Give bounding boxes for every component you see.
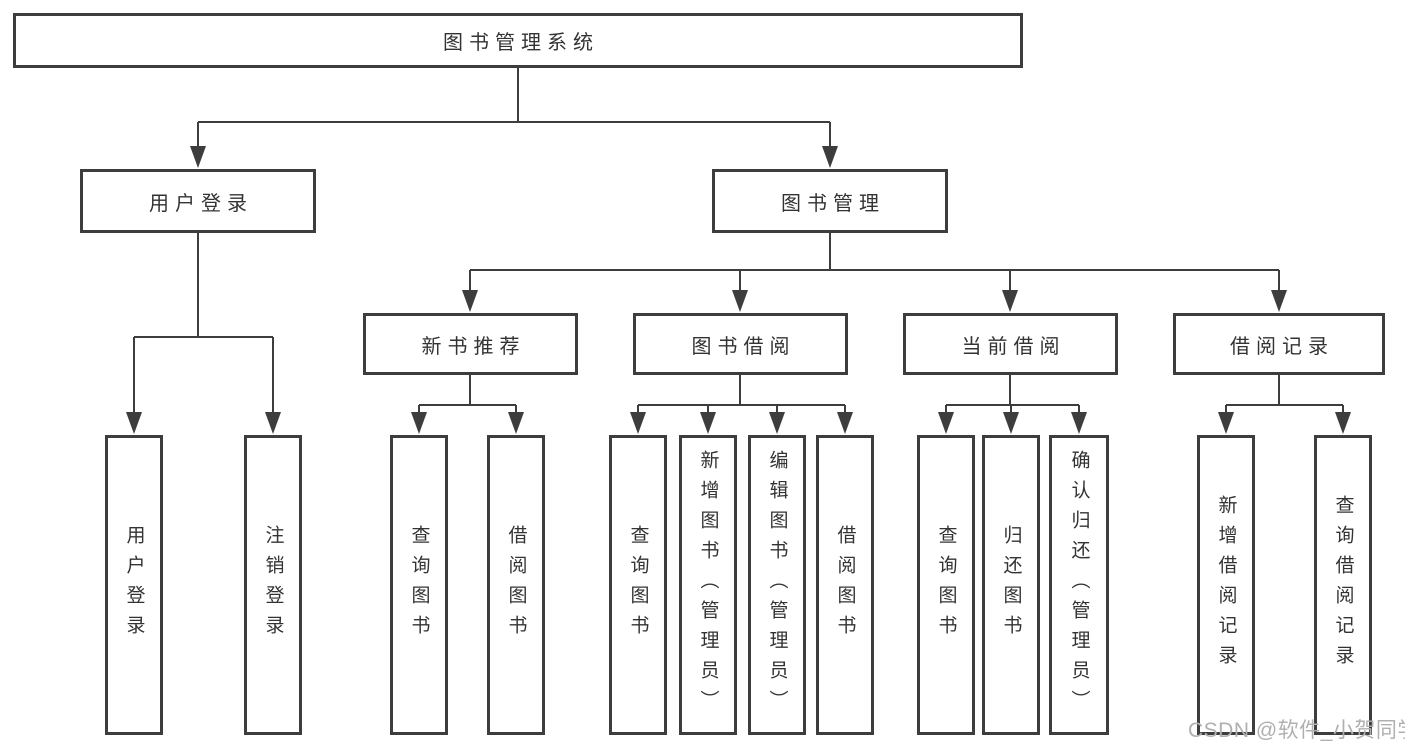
connector-recommend-to-leaves bbox=[418, 375, 517, 414]
node-leaf-logout-label: 注销登录 bbox=[262, 525, 284, 645]
node-borrowing-records: 借阅记录 bbox=[1173, 313, 1385, 375]
node-book-management: 图书管理 bbox=[712, 169, 948, 233]
connector-userlogin-to-leaves bbox=[133, 233, 274, 414]
node-leaf-recommend-borrow-books: 借阅图书 bbox=[487, 435, 545, 735]
connector-records-to-leaves bbox=[1225, 375, 1344, 414]
node-leaf-records-add-record: 新增借阅记录 bbox=[1197, 435, 1255, 735]
node-leaf-records-query-record-label: 查询借阅记录 bbox=[1332, 495, 1354, 675]
node-new-book-recommend: 新书推荐 bbox=[363, 313, 578, 375]
node-leaf-current-query-books: 查询图书 bbox=[917, 435, 975, 735]
node-new-book-recommend-label: 新书推荐 bbox=[421, 335, 526, 358]
node-leaf-current-confirm-return-label: 确认归还（管理员） bbox=[1068, 450, 1090, 720]
node-leaf-records-add-record-label: 新增借阅记录 bbox=[1215, 495, 1237, 675]
node-leaf-borrow-add-books: 新增图书（管理员） bbox=[679, 435, 737, 735]
node-leaf-logout: 注销登录 bbox=[244, 435, 302, 735]
node-leaf-borrow-borrow-books-label: 借阅图书 bbox=[834, 525, 856, 645]
node-leaf-recommend-query-books-label: 查询图书 bbox=[408, 525, 430, 645]
node-borrowing-records-label: 借阅记录 bbox=[1230, 335, 1334, 358]
node-current-borrowing: 当前借阅 bbox=[903, 313, 1118, 375]
node-root: 图书管理系统 bbox=[13, 13, 1023, 68]
node-leaf-current-return-books: 归还图书 bbox=[982, 435, 1040, 735]
node-leaf-current-return-books-label: 归还图书 bbox=[1000, 525, 1022, 645]
node-leaf-borrow-edit-books-label: 编辑图书（管理员） bbox=[766, 450, 788, 720]
node-leaf-borrow-add-books-label: 新增图书（管理员） bbox=[697, 450, 719, 720]
connector-management-to-level3 bbox=[469, 233, 1280, 292]
node-leaf-borrow-edit-books: 编辑图书（管理员） bbox=[748, 435, 806, 735]
node-leaf-recommend-query-books: 查询图书 bbox=[390, 435, 448, 735]
node-leaf-borrow-query-books: 查询图书 bbox=[609, 435, 667, 735]
node-leaf-recommend-borrow-books-label: 借阅图书 bbox=[505, 525, 527, 645]
node-book-management-label: 图书管理 bbox=[781, 192, 885, 215]
node-leaf-current-query-books-label: 查询图书 bbox=[935, 525, 957, 645]
node-current-borrowing-label: 当前借阅 bbox=[961, 335, 1066, 358]
node-leaf-user-login-label: 用户登录 bbox=[123, 525, 145, 645]
node-user-login-label: 用户登录 bbox=[149, 192, 253, 215]
node-user-login: 用户登录 bbox=[80, 169, 316, 233]
node-leaf-borrow-borrow-books: 借阅图书 bbox=[816, 435, 874, 735]
connector-root-to-level2 bbox=[197, 68, 831, 148]
node-leaf-borrow-query-books-label: 查询图书 bbox=[627, 525, 649, 645]
node-root-label: 图书管理系统 bbox=[443, 32, 599, 54]
node-leaf-records-query-record: 查询借阅记录 bbox=[1314, 435, 1372, 735]
node-leaf-current-confirm-return: 确认归还（管理员） bbox=[1049, 435, 1109, 735]
watermark: CSDN @软件_小贺同学 bbox=[1188, 719, 1405, 742]
node-book-borrowing: 图书借阅 bbox=[633, 313, 848, 375]
node-leaf-user-login: 用户登录 bbox=[105, 435, 163, 735]
connector-current-to-leaves bbox=[945, 375, 1080, 414]
node-book-borrowing-label: 图书借阅 bbox=[691, 335, 796, 358]
connector-borrowing-to-leaves bbox=[637, 375, 846, 414]
